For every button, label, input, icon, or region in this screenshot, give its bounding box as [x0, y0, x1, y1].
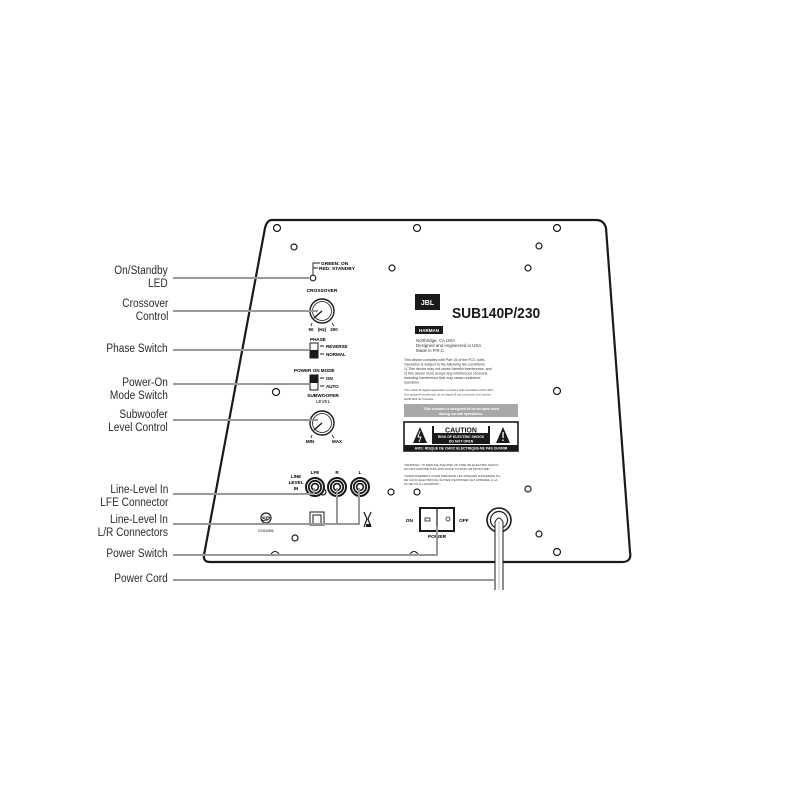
svg-text:1) This device may not cause h: 1) This device may not cause harmful int…: [404, 367, 492, 371]
crossover-unit-label: (Hz): [318, 327, 327, 332]
address-block: Northridge, CA USA Designed and engineer…: [416, 338, 481, 353]
svg-text:Made in P.R.C.: Made in P.R.C.: [416, 348, 445, 353]
callout-phase-switch: Phase Switch: [106, 343, 168, 355]
level-title-1: SUBWOOFER: [307, 393, 339, 399]
power-on-mode-switch[interactable]: POWER ON MODE ON AUTO: [294, 368, 339, 391]
svg-text:Cet appareil numérique de la c: Cet appareil numérique de la classe B es…: [404, 393, 491, 397]
svg-text:This console is designed to be: This console is designed to be an open a…: [423, 407, 499, 411]
class-mark: [363, 511, 372, 528]
phase-title: PHASE: [310, 337, 326, 342]
crossover-title: CROSSOVER: [307, 288, 338, 294]
level-min-label: MIN: [306, 439, 314, 444]
warning-text: "WARNING: TO REDUCE THE RISK OF FIRE OR …: [404, 463, 500, 486]
svg-text:This Class B digital apparatus: This Class B digital apparatus complies …: [404, 388, 494, 392]
level-title-2: LEVEL: [316, 399, 331, 404]
svg-text:during normal operations.: during normal operations.: [439, 412, 484, 416]
phase-switch[interactable]: PHASE REVERSE NORMAL: [309, 337, 348, 359]
power-cord: [494, 517, 504, 590]
panel-outline: [202, 218, 632, 564]
phase-reverse-label: REVERSE: [326, 344, 348, 349]
harman-logo: HARMAN: [415, 326, 443, 334]
svg-text:Northridge, CA USA: Northridge, CA USA: [416, 338, 455, 343]
svg-text:PLUIE OU À L'HUMIDITÉ.": PLUIE OU À L'HUMIDITÉ.": [404, 481, 440, 486]
led-red-label: RED: STANDBY: [319, 266, 356, 272]
power-on-label: ON: [406, 518, 414, 524]
svg-text:including interference that ma: including interference that may cause un…: [404, 376, 480, 380]
svg-text:DE CHOC ÉLECTRIQUE, ÉVITER D'E: DE CHOC ÉLECTRIQUE, ÉVITER D'EXPOSER CET…: [404, 477, 498, 482]
maker-text: HARMAN: [419, 328, 439, 333]
callout-power-cord: Power Cord: [114, 573, 168, 585]
svg-text:Designed and engineered in USA: Designed and engineered in USA: [416, 343, 481, 348]
crossover-max-label: 200: [330, 327, 338, 332]
caution-label: CAUTION RISK OF ELECTRIC SHOCK DO NOT OP…: [403, 421, 519, 452]
led-green-label: GREEN: ON: [321, 261, 349, 267]
power-on-mode-title: POWER ON MODE: [294, 368, 335, 373]
svg-text:NMB-003 du Canada.: NMB-003 du Canada.: [404, 397, 434, 401]
svg-text:DO NOT EXPOSE THIS APPLIANCE T: DO NOT EXPOSE THIS APPLIANCE TO RAIN OR …: [404, 467, 491, 471]
svg-text:DO NOT OPEN: DO NOT OPEN: [449, 440, 474, 444]
svg-text:SP: SP: [262, 517, 270, 523]
power-off-label: OFF: [459, 518, 469, 524]
mode-auto-label: AUTO: [326, 384, 339, 389]
brand-text: JBL: [421, 300, 435, 307]
electric-shock-warning-icon: [413, 427, 427, 443]
grey-notice-box: This console is designed to be an open a…: [404, 404, 518, 417]
mode-on-label: ON: [326, 376, 333, 381]
caution-title: CAUTION: [445, 428, 477, 435]
crossover-min-label: 50: [308, 327, 314, 332]
lfe-label: LFE: [311, 470, 320, 475]
jbl-logo: JBL: [415, 294, 440, 310]
svg-text:2) this device must accept any: 2) this device must accept any interfere…: [404, 372, 488, 376]
fcc-notice: This device complies with Part 15 of the…: [404, 358, 492, 385]
inputs-label-level: LEVEL: [289, 480, 304, 485]
inputs-label-in: IN: [294, 486, 299, 491]
callout-power-switch: Power Switch: [106, 548, 168, 560]
svg-text:RISK OF ELECTRIC SHOCK: RISK OF ELECTRIC SHOCK: [438, 435, 485, 439]
svg-text:Operation is subject to the fo: Operation is subject to the following tw…: [404, 363, 486, 367]
svg-text:"WARNING: TO REDUCE THE RISK O: "WARNING: TO REDUCE THE RISK OF FIRE OR …: [404, 463, 499, 467]
l-label: L: [359, 470, 362, 475]
svg-text:AVIS: RISQUE DE CHOC ELECTRIQU: AVIS: RISQUE DE CHOC ELECTRIQUE-NE PAS O…: [415, 447, 508, 451]
model-number: SUB140P/230: [452, 306, 540, 323]
inputs-label-line: LINE: [291, 474, 301, 479]
r-label: R: [335, 470, 339, 475]
svg-text:"AVERTISSEMENT: POUR PRÉVENIR: "AVERTISSEMENT: POUR PRÉVENIR LES RISQUE…: [404, 473, 500, 478]
screw-holes: [271, 223, 562, 557]
phase-normal-label: NORMAL: [326, 352, 346, 357]
level-max-label: MAX: [332, 439, 342, 444]
subwoofer-level-knob[interactable]: SUBWOOFER LEVEL MIN MAX: [306, 393, 342, 444]
csa-code: E151055: [258, 529, 273, 533]
svg-text:This device complies with Part: This device complies with Part 15 of the…: [404, 358, 486, 362]
svg-text:operation.: operation.: [404, 381, 420, 385]
standby-led: GREEN: ON RED: STANDBY: [309, 261, 356, 282]
leader-lines: [173, 277, 494, 581]
canada-notice: This Class B digital apparatus complies …: [404, 388, 494, 401]
